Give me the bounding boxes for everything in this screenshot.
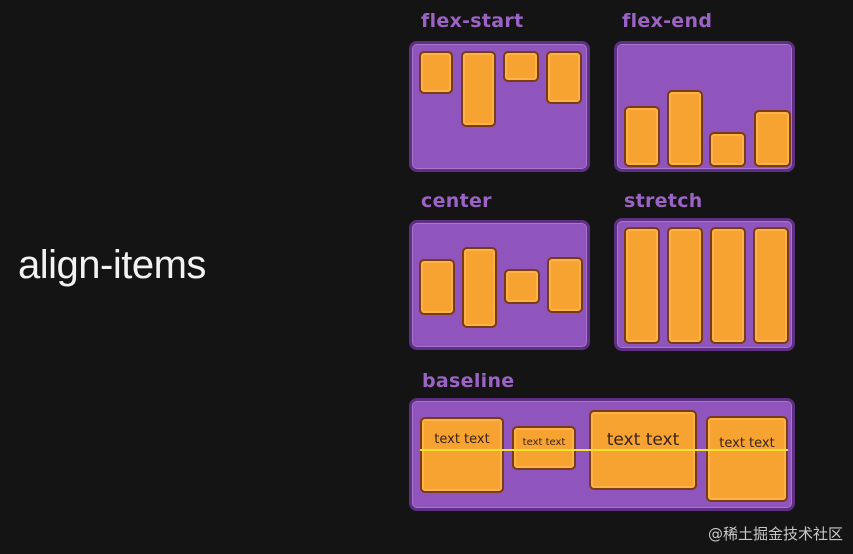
stretch-label: stretch	[624, 190, 703, 212]
flex-end-container	[614, 41, 795, 172]
flex-start-label: flex-start	[421, 10, 524, 32]
flex-start-container	[409, 41, 590, 172]
stretch-container	[614, 218, 795, 351]
baseline-item-text: text text	[434, 432, 490, 447]
flex-item	[546, 51, 582, 104]
flex-item	[710, 227, 746, 344]
center-label: center	[421, 190, 492, 212]
flex-item	[624, 227, 660, 344]
baseline-item-text: text text	[606, 430, 680, 450]
flex-item	[667, 227, 703, 344]
baseline-item: text text	[706, 416, 788, 502]
page-title: align-items	[18, 243, 206, 287]
baseline-guide-line	[420, 449, 788, 451]
flex-item	[624, 106, 660, 167]
baseline-label: baseline	[422, 370, 515, 392]
flex-item	[419, 51, 453, 94]
flex-item	[547, 257, 583, 313]
baseline-container: text text text text text text text text	[409, 398, 795, 511]
flex-item	[754, 110, 791, 167]
flex-item	[462, 247, 497, 328]
flex-item	[461, 51, 496, 127]
flex-item	[753, 227, 789, 344]
flex-item	[667, 90, 703, 167]
baseline-item: text text	[420, 417, 504, 493]
flex-item	[504, 269, 540, 304]
flex-item	[709, 132, 746, 167]
flex-item	[419, 259, 455, 315]
flex-item	[503, 51, 539, 82]
baseline-item-text: text text	[719, 436, 775, 451]
flex-end-label: flex-end	[622, 10, 713, 32]
center-container	[409, 220, 590, 350]
baseline-item: text text	[512, 426, 576, 470]
watermark: @稀土掘金技术社区	[707, 525, 843, 543]
baseline-item-text: text text	[522, 437, 566, 448]
